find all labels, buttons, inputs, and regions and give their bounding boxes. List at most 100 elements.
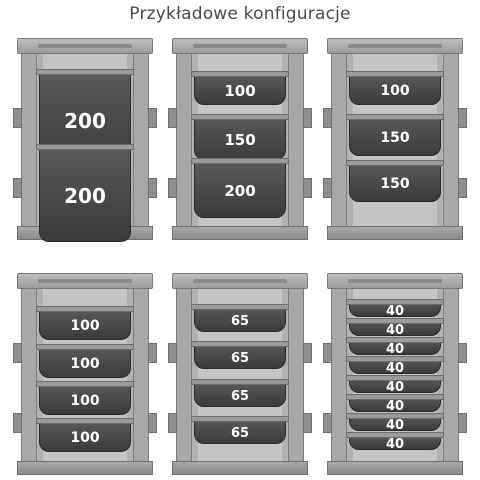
- side-connector: [13, 343, 22, 363]
- drawer-tray: 40: [346, 318, 444, 338]
- cabinet-side-right: [288, 281, 304, 471]
- drawer-tray: 150: [191, 114, 289, 160]
- tray-size-label: 150: [224, 131, 256, 149]
- drawer-tray: 65: [191, 416, 289, 444]
- cabinet-side-right: [288, 46, 304, 236]
- side-connector: [458, 108, 467, 128]
- cabinet-unit: 65 65 65 65: [168, 273, 312, 475]
- side-connector: [168, 343, 177, 363]
- tray-size-label: 40: [385, 379, 405, 395]
- cabinet-top: [172, 273, 308, 289]
- side-connector: [303, 108, 312, 128]
- cabinet-top: [17, 273, 153, 289]
- drawer-tray: 100: [36, 306, 134, 340]
- cabinet-side-left: [331, 46, 347, 236]
- side-connector: [148, 413, 157, 433]
- tray-size-label: 40: [385, 417, 405, 433]
- cabinet-side-left: [21, 281, 37, 471]
- cabinet-side-right: [443, 46, 459, 236]
- side-connector: [458, 413, 467, 433]
- tray-size-label: 100: [224, 82, 256, 100]
- cabinet-side-left: [331, 281, 347, 471]
- tray-size-label: 100: [70, 356, 100, 372]
- tray-size-label: 65: [230, 313, 250, 329]
- tray-size-label: 40: [385, 398, 405, 414]
- tray-size-label: 100: [70, 430, 100, 446]
- cabinet-side-left: [176, 281, 192, 471]
- side-connector: [323, 343, 332, 363]
- cabinet-unit: 100 150 150: [323, 38, 467, 240]
- cabinet-top: [327, 38, 463, 54]
- drawer-tray: 100: [36, 381, 134, 415]
- side-connector: [148, 108, 157, 128]
- side-connector: [13, 108, 22, 128]
- tray-size-label: 40: [385, 322, 405, 338]
- tray-size-label: 150: [380, 176, 410, 192]
- tray-size-label: 100: [70, 318, 100, 334]
- page-title: Przykładowe konfiguracje: [129, 4, 351, 24]
- side-connector: [13, 178, 22, 198]
- drawer-tray: 100: [36, 418, 134, 452]
- drawer-tray: 40: [346, 375, 444, 395]
- cabinet-base: [327, 226, 463, 240]
- cabinet-side-left: [176, 46, 192, 236]
- drawer-tray: 100: [36, 344, 134, 378]
- cabinet-top: [327, 273, 463, 289]
- cabinet-side-right: [443, 281, 459, 471]
- side-connector: [323, 413, 332, 433]
- cabinet-unit: 100 150 200: [168, 38, 312, 240]
- side-connector: [458, 343, 467, 363]
- tray-size-label: 40: [385, 341, 405, 357]
- cabinet-base: [172, 226, 308, 240]
- cabinet-unit: 40 40 40 40 40 40 40 40: [323, 273, 467, 475]
- cabinet-top: [172, 38, 308, 54]
- drawer-tray: 40: [346, 432, 444, 452]
- cabinet-unit: 200 200: [13, 38, 157, 242]
- side-connector: [168, 413, 177, 433]
- cabinet-top: [17, 38, 153, 54]
- drawer-tray: 200: [191, 158, 289, 218]
- side-connector: [148, 178, 157, 198]
- drawer-tray: 100: [191, 71, 289, 105]
- side-connector: [168, 178, 177, 198]
- drawer-tray: 150: [346, 160, 444, 202]
- tray-size-label: 200: [64, 109, 106, 133]
- side-connector: [458, 178, 467, 198]
- side-connector: [13, 413, 22, 433]
- side-connector: [303, 343, 312, 363]
- cabinet-base: [172, 461, 308, 475]
- tray-size-label: 200: [224, 182, 256, 200]
- side-connector: [303, 178, 312, 198]
- drawer-tray: 200: [36, 144, 134, 242]
- drawer-tray: 150: [346, 114, 444, 156]
- side-connector: [148, 343, 157, 363]
- side-connector: [303, 413, 312, 433]
- tray-size-label: 200: [64, 184, 106, 208]
- cabinet-base: [17, 461, 153, 475]
- tray-size-label: 100: [70, 393, 100, 409]
- side-connector: [323, 178, 332, 198]
- tray-size-label: 100: [380, 83, 410, 99]
- tray-size-label: 65: [230, 350, 250, 366]
- drawer-tray: 65: [191, 304, 289, 332]
- drawer-tray: 40: [346, 413, 444, 433]
- side-connector: [323, 108, 332, 128]
- drawer-tray: 100: [346, 71, 444, 105]
- cabinet-side-right: [133, 281, 149, 471]
- drawer-tray: 65: [191, 379, 289, 407]
- tray-size-label: 150: [380, 130, 410, 146]
- cabinet-side-right: [133, 46, 149, 236]
- cabinet-unit: 100 100 100 100: [13, 273, 157, 475]
- drawer-tray: 40: [346, 394, 444, 414]
- cabinet-base: [327, 461, 463, 475]
- drawer-tray: 65: [191, 341, 289, 369]
- drawer-tray: 40: [346, 337, 444, 357]
- side-connector: [168, 108, 177, 128]
- cabinet-side-left: [21, 46, 37, 236]
- tray-size-label: 40: [385, 436, 405, 452]
- drawer-tray: 40: [346, 356, 444, 376]
- tray-size-label: 40: [385, 303, 405, 319]
- tray-size-label: 65: [230, 425, 250, 441]
- tray-size-label: 40: [385, 360, 405, 376]
- drawer-tray: 40: [346, 299, 444, 319]
